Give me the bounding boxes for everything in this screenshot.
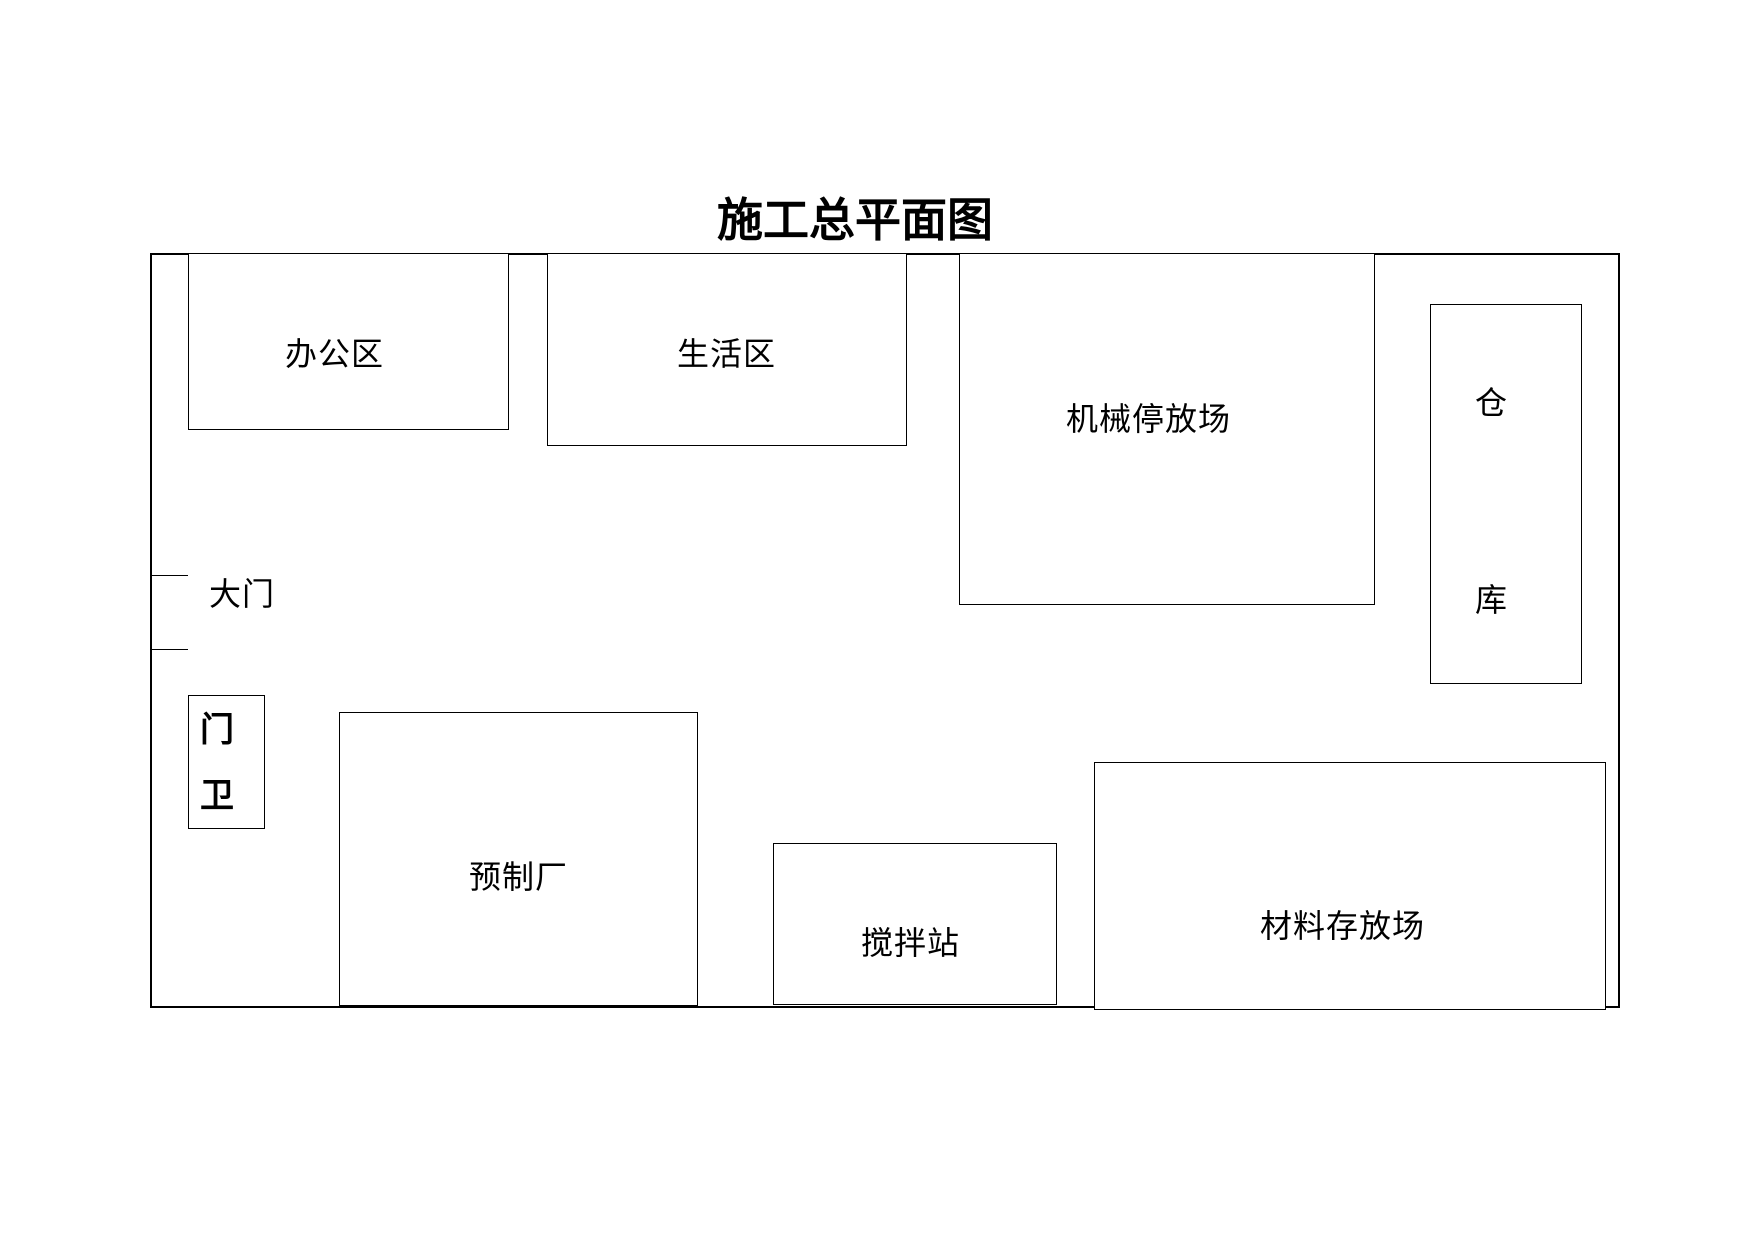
page-title: 施工总平面图: [717, 193, 993, 247]
mixing-station-zone: [773, 843, 1057, 1005]
gate-line-top: [150, 575, 188, 576]
material-storage-label: 材料存放场: [1260, 907, 1426, 945]
prefab-plant-zone: [339, 712, 698, 1006]
material-storage-zone: [1094, 762, 1606, 1010]
living-label: 生活区: [677, 335, 777, 373]
prefab-plant-label: 预制厂: [469, 858, 569, 896]
office-label: 办公区: [285, 335, 385, 373]
guard-house-label-top: 门: [200, 710, 235, 750]
gate-line-bottom: [150, 649, 188, 650]
warehouse-label-top: 仓: [1475, 384, 1509, 422]
guard-house-zone: [188, 695, 265, 829]
machinery-parking-zone: [959, 253, 1375, 605]
machinery-parking-label: 机械停放场: [1066, 400, 1232, 438]
guard-house-label-bottom: 卫: [200, 776, 235, 816]
warehouse-zone: [1430, 304, 1582, 684]
warehouse-label-bottom: 库: [1475, 581, 1509, 619]
gate-label: 大门: [209, 575, 276, 613]
living-zone: [547, 253, 907, 446]
mixing-station-label: 搅拌站: [861, 924, 961, 962]
office-zone: [188, 253, 509, 430]
